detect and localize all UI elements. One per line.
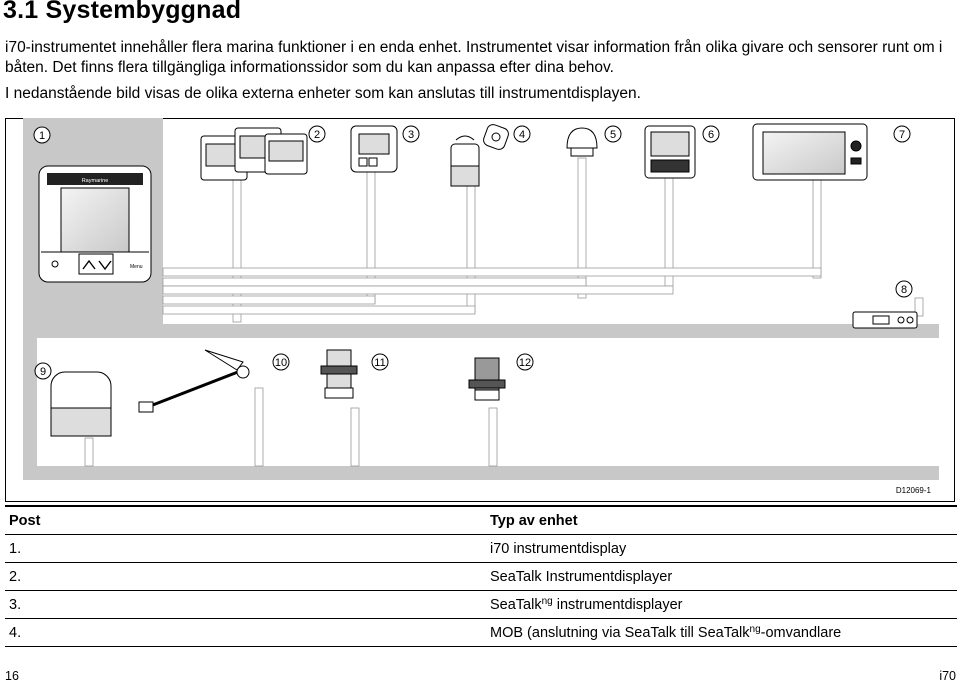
cell-post: 1. (5, 534, 482, 563)
callout-5: 5 (610, 129, 616, 141)
page-number: 16 (5, 669, 19, 683)
callout-7: 7 (899, 129, 905, 141)
callout-10: 10 (275, 357, 287, 369)
header-type: Typ av enhet (482, 505, 957, 535)
seatalk-ng-instrument-display (350, 125, 398, 173)
menu-label: Menu (130, 264, 143, 270)
seatalk-converter (852, 311, 918, 329)
cell-post: 4. (5, 618, 482, 647)
callout-6: 6 (708, 129, 714, 141)
diagram-frame (5, 118, 955, 502)
backbone-cable-horizontal (23, 324, 939, 338)
backbone-cable-bottom (23, 466, 939, 480)
callout-4: 4 (519, 129, 525, 141)
section-heading: 3.1 Systembyggnad (3, 0, 242, 24)
diagram-intro-paragraph: I nedanstående bild visas de olika exter… (5, 85, 641, 102)
table-row: 3. SeaTalkng instrumentdisplayer (5, 590, 957, 619)
sensor-cables (84, 387, 498, 467)
device-table: Post Typ av enhet 1. i70 instrumentdispl… (5, 505, 957, 647)
table-row: 2. SeaTalk Instrumentdisplayer (5, 562, 957, 591)
intro-paragraph-line-2: båten. Det finns flera tillgängliga info… (5, 59, 614, 76)
callout-2: 2 (314, 129, 320, 141)
cell-type: MOB (anslutning via SeaTalk till SeaTalk… (482, 618, 957, 647)
figure-id: D12069-1 (896, 486, 932, 495)
callout-circles (33, 125, 913, 380)
header-post: Post (5, 505, 482, 535)
multifunction-display (752, 123, 868, 181)
cell-type: SeaTalk Instrumentdisplayer (482, 562, 957, 591)
i70-instrument-display: Raymarine Menu (38, 165, 152, 283)
seatalk-instrument-displays (200, 127, 308, 181)
cell-post: 3. (5, 590, 482, 619)
callout-11: 11 (374, 357, 385, 369)
cell-type: SeaTalkng instrumentdisplayer (482, 590, 957, 619)
intro-paragraph-line-1: i70-instrumentet innehåller flera marina… (5, 39, 943, 56)
brand-label: Raymarine (82, 178, 109, 184)
callout-8: 8 (901, 284, 907, 296)
callout-3: 3 (408, 129, 414, 141)
mob-receiver (450, 124, 509, 187)
callout-9: 9 (40, 366, 46, 378)
cable-drops (162, 157, 924, 323)
system-diagram: 1 2 3 4 5 6 7 8 9 10 11 12 Raymarine Men… (5, 118, 955, 502)
autopilot-controller (644, 125, 696, 179)
cell-post: 2. (5, 562, 482, 591)
table-row: 4. MOB (anslutning via SeaTalk till SeaT… (5, 618, 957, 647)
callout-12: 12 (519, 357, 531, 369)
backbone-cable-lower-left (23, 338, 37, 480)
depth-transducer (468, 357, 506, 401)
table-row: 1. i70 instrumentdisplay (5, 534, 957, 563)
product-name: i70 (939, 669, 956, 683)
wind-vane-sensor (138, 349, 250, 413)
wireless-pod (50, 371, 112, 437)
cell-type: i70 instrumentdisplay (482, 534, 957, 563)
gps-antenna (566, 127, 598, 157)
table-header-row: Post Typ av enhet (5, 505, 957, 535)
speed-transducer (320, 349, 358, 399)
callout-1: 1 (39, 130, 45, 142)
